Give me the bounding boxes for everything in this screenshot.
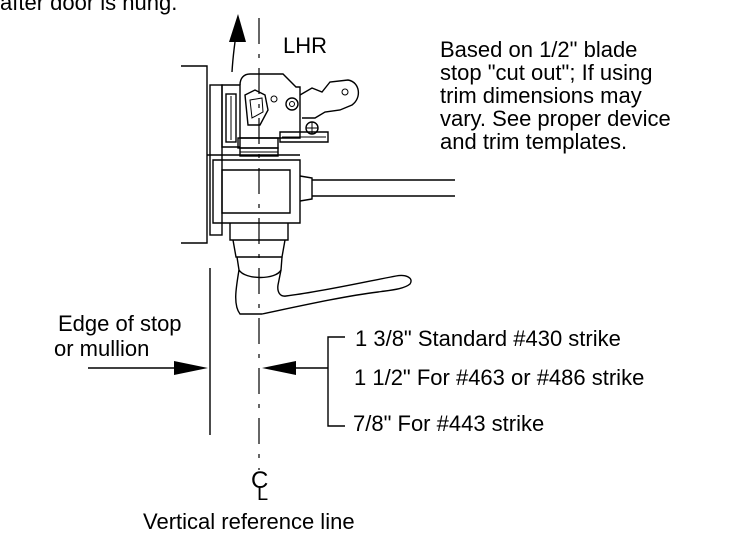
- edge-label-line-2: or mullion: [54, 336, 149, 361]
- dimension-463-486: 1 1/2" For #463 or #486 strike: [354, 365, 644, 390]
- centerline-symbol: C L: [251, 467, 268, 505]
- note-line-4: vary. See proper device: [440, 106, 671, 131]
- note-block: Based on 1/2" blade stop "cut out"; If u…: [440, 37, 671, 154]
- trim-escutcheon: [212, 159, 313, 224]
- top-partial-text: after door is hung.: [0, 0, 177, 15]
- handing-label: LHR: [283, 33, 327, 58]
- dimension-443: 7/8" For #443 strike: [353, 411, 544, 436]
- note-line-1: Based on 1/2" blade: [440, 37, 637, 62]
- dimension-bracket: [327, 336, 345, 427]
- reference-label: Vertical reference line: [143, 509, 355, 534]
- note-line-2: stop "cut out"; If using: [440, 60, 653, 85]
- centerline-symbol-c: C: [251, 467, 268, 494]
- swing-arrow: [229, 14, 246, 73]
- device-rail: [312, 179, 455, 197]
- note-line-3: trim dimensions may: [440, 83, 642, 108]
- dimension-standard-430: 1 3/8" Standard #430 strike: [355, 326, 621, 351]
- centerline-dimension-arrow: [262, 361, 328, 375]
- lock-mechanism: [221, 73, 359, 157]
- edge-label-line-1: Edge of stop: [58, 311, 182, 336]
- note-line-5: and trim templates.: [440, 129, 627, 154]
- lever-handle: [235, 269, 412, 315]
- centerline-symbol-l: L: [257, 483, 268, 505]
- edge-dimension-arrow: [88, 361, 208, 375]
